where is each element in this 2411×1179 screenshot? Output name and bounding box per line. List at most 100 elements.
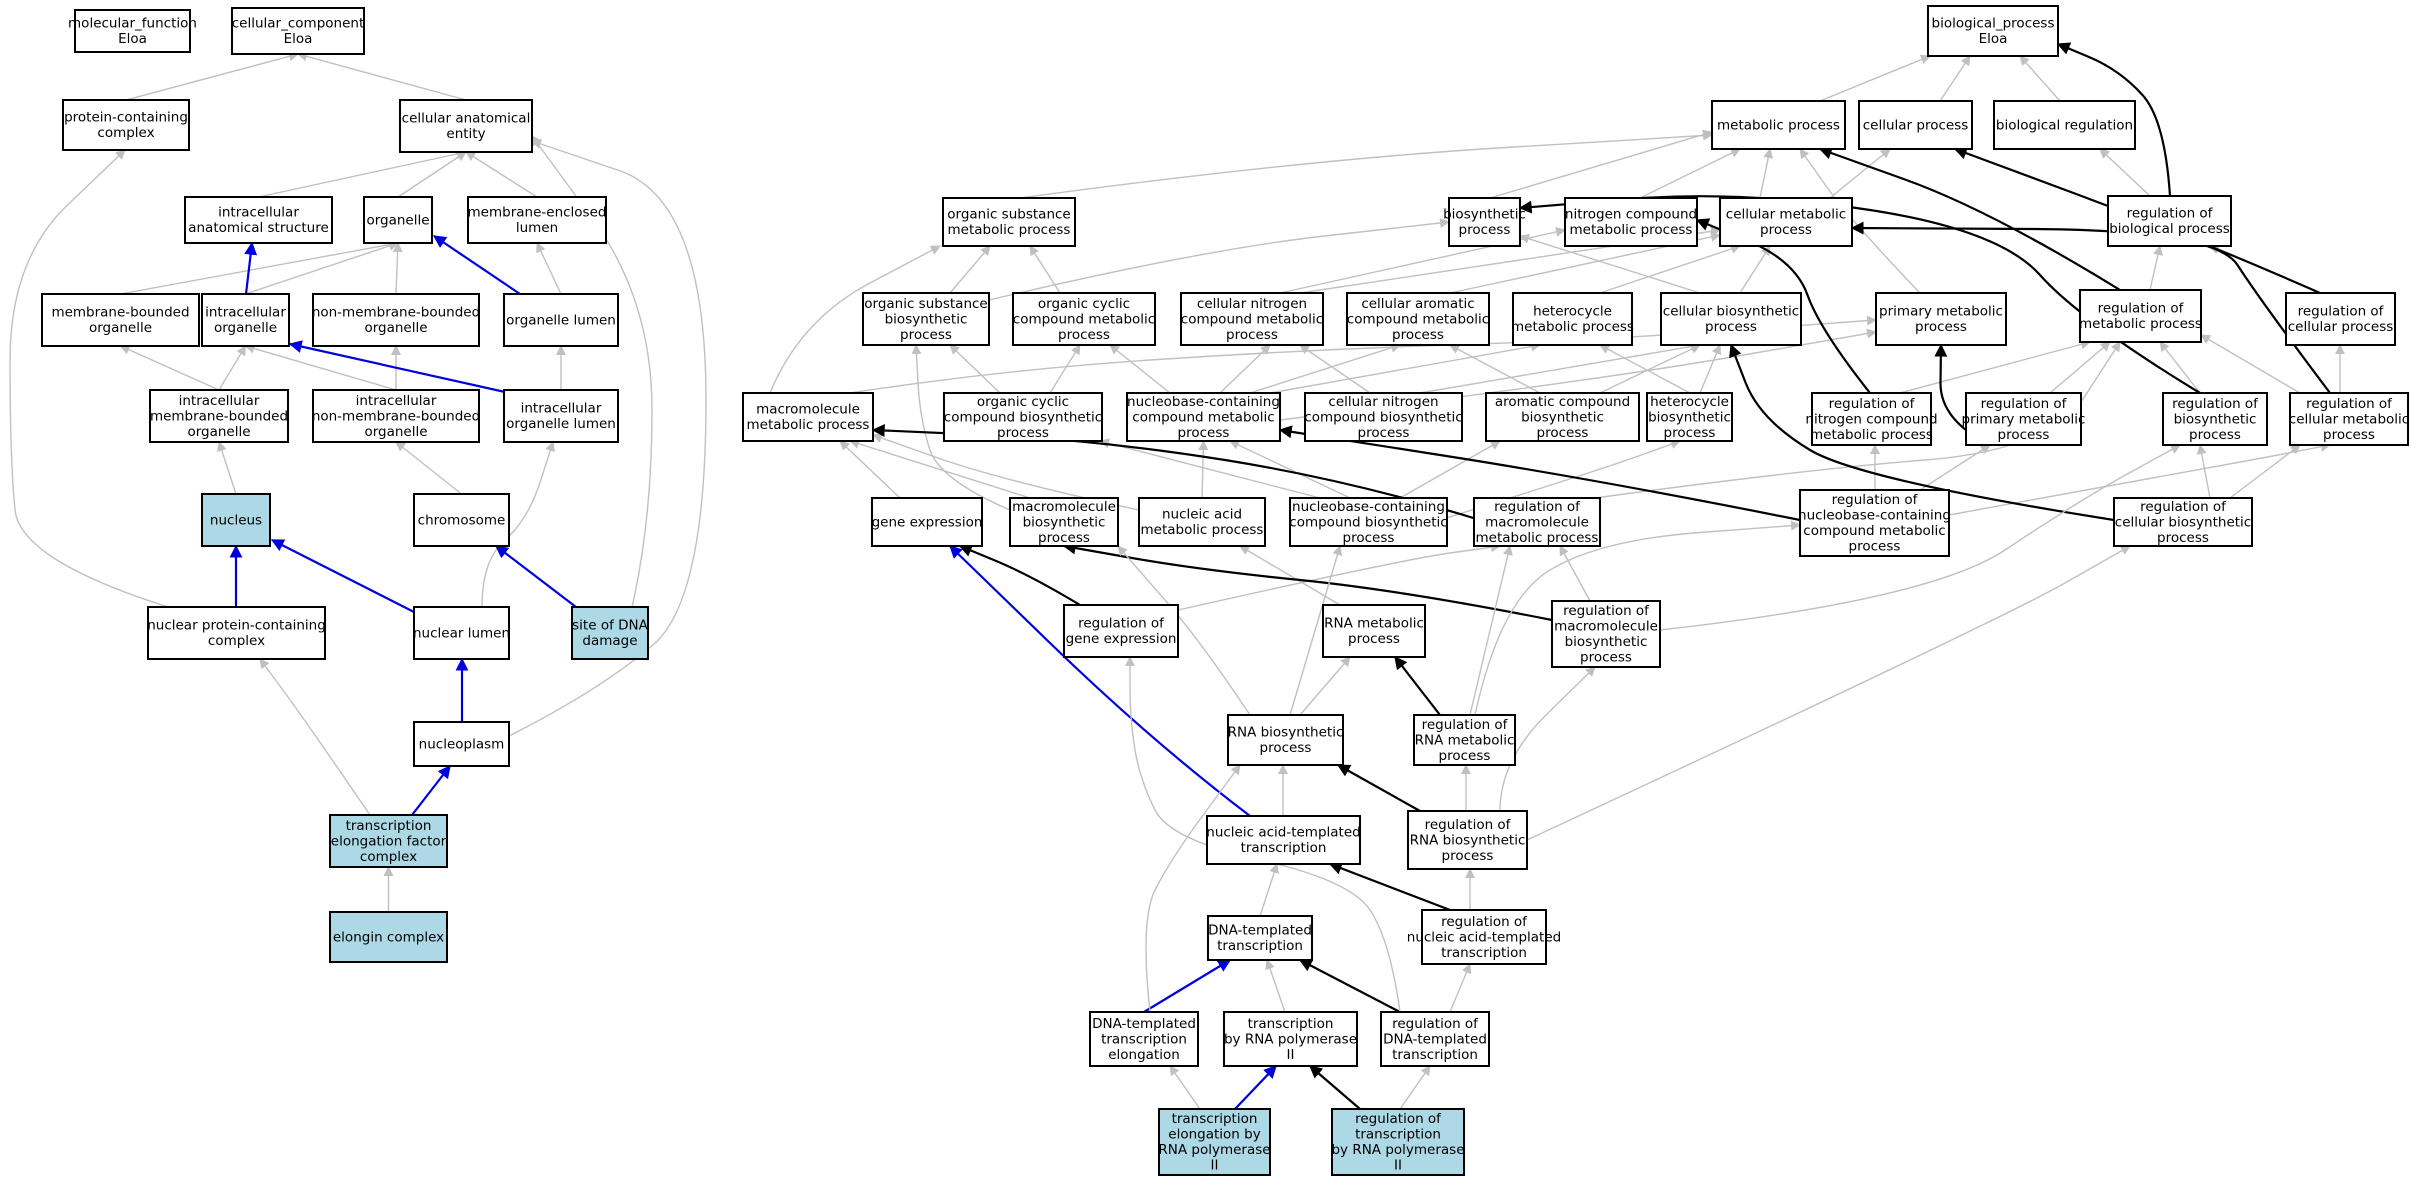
term-box[interactable] <box>2107 195 2232 247</box>
term-box[interactable] <box>503 389 619 443</box>
term-box[interactable] <box>1421 909 1547 965</box>
term-box[interactable] <box>1660 292 1802 346</box>
term-box[interactable] <box>503 293 619 347</box>
term-box[interactable] <box>1322 604 1426 658</box>
term-box[interactable] <box>2289 392 2409 446</box>
term-box[interactable] <box>1063 604 1179 658</box>
term-node-cp[interactable]: cellular process <box>1858 100 1973 150</box>
term-box[interactable] <box>1473 497 1601 547</box>
term-box[interactable] <box>1138 497 1266 547</box>
term-box[interactable] <box>184 196 333 244</box>
term-box[interactable] <box>943 392 1103 442</box>
term-box[interactable] <box>1407 810 1528 870</box>
term-box[interactable] <box>1380 1011 1490 1067</box>
term-box[interactable] <box>363 196 433 244</box>
term-box[interactable] <box>742 392 874 442</box>
term-box[interactable] <box>1009 497 1119 547</box>
term-box[interactable] <box>1207 915 1313 961</box>
term-box[interactable] <box>942 197 1076 247</box>
term-box[interactable] <box>1927 5 2059 57</box>
term-box[interactable] <box>1331 1108 1465 1176</box>
term-box[interactable] <box>1564 197 1698 247</box>
term-box[interactable] <box>1289 497 1448 547</box>
term-box[interactable] <box>1346 292 1490 346</box>
term-box[interactable] <box>1512 292 1633 346</box>
term-node-np[interactable]: nucleoplasm <box>413 721 510 767</box>
term-box[interactable] <box>1413 714 1516 766</box>
term-node-elc[interactable]: elongin complex <box>329 911 448 963</box>
term-box[interactable] <box>329 911 448 963</box>
term-node-ge[interactable]: gene expression <box>871 497 983 547</box>
term-box[interactable] <box>1719 197 1853 247</box>
term-box[interactable] <box>1227 714 1344 766</box>
term-box[interactable] <box>571 606 649 660</box>
term-box[interactable] <box>1304 392 1463 442</box>
term-box[interactable] <box>62 99 190 151</box>
term-box[interactable] <box>1180 292 1324 346</box>
term-box[interactable] <box>413 606 510 660</box>
term-box[interactable] <box>147 606 326 660</box>
term-node-rnccmp[interactable]: regulation ofnucleobase-containingcompou… <box>1798 489 1951 557</box>
term-box[interactable] <box>1811 392 1932 446</box>
term-box[interactable] <box>312 293 480 347</box>
term-box[interactable] <box>2162 392 2268 446</box>
term-node-nuc[interactable]: nucleus <box>201 493 271 547</box>
term-node-ol[interactable]: organelle lumen <box>503 293 619 347</box>
term-box[interactable] <box>1711 100 1846 150</box>
term-box[interactable] <box>201 493 271 547</box>
term-box[interactable] <box>871 497 983 547</box>
term-box[interactable] <box>862 292 990 346</box>
term-node-chr[interactable]: chromosome <box>413 493 510 547</box>
term-node-mp[interactable]: metabolic process <box>1711 100 1846 150</box>
term-box[interactable] <box>231 7 365 55</box>
term-box[interactable] <box>467 196 607 244</box>
term-box[interactable] <box>1158 1108 1271 1176</box>
term-box[interactable] <box>2113 497 2253 547</box>
term-box[interactable] <box>1875 292 2007 346</box>
term-box[interactable] <box>413 493 510 547</box>
term-box[interactable] <box>1799 489 1950 557</box>
term-box[interactable] <box>1551 600 1661 668</box>
